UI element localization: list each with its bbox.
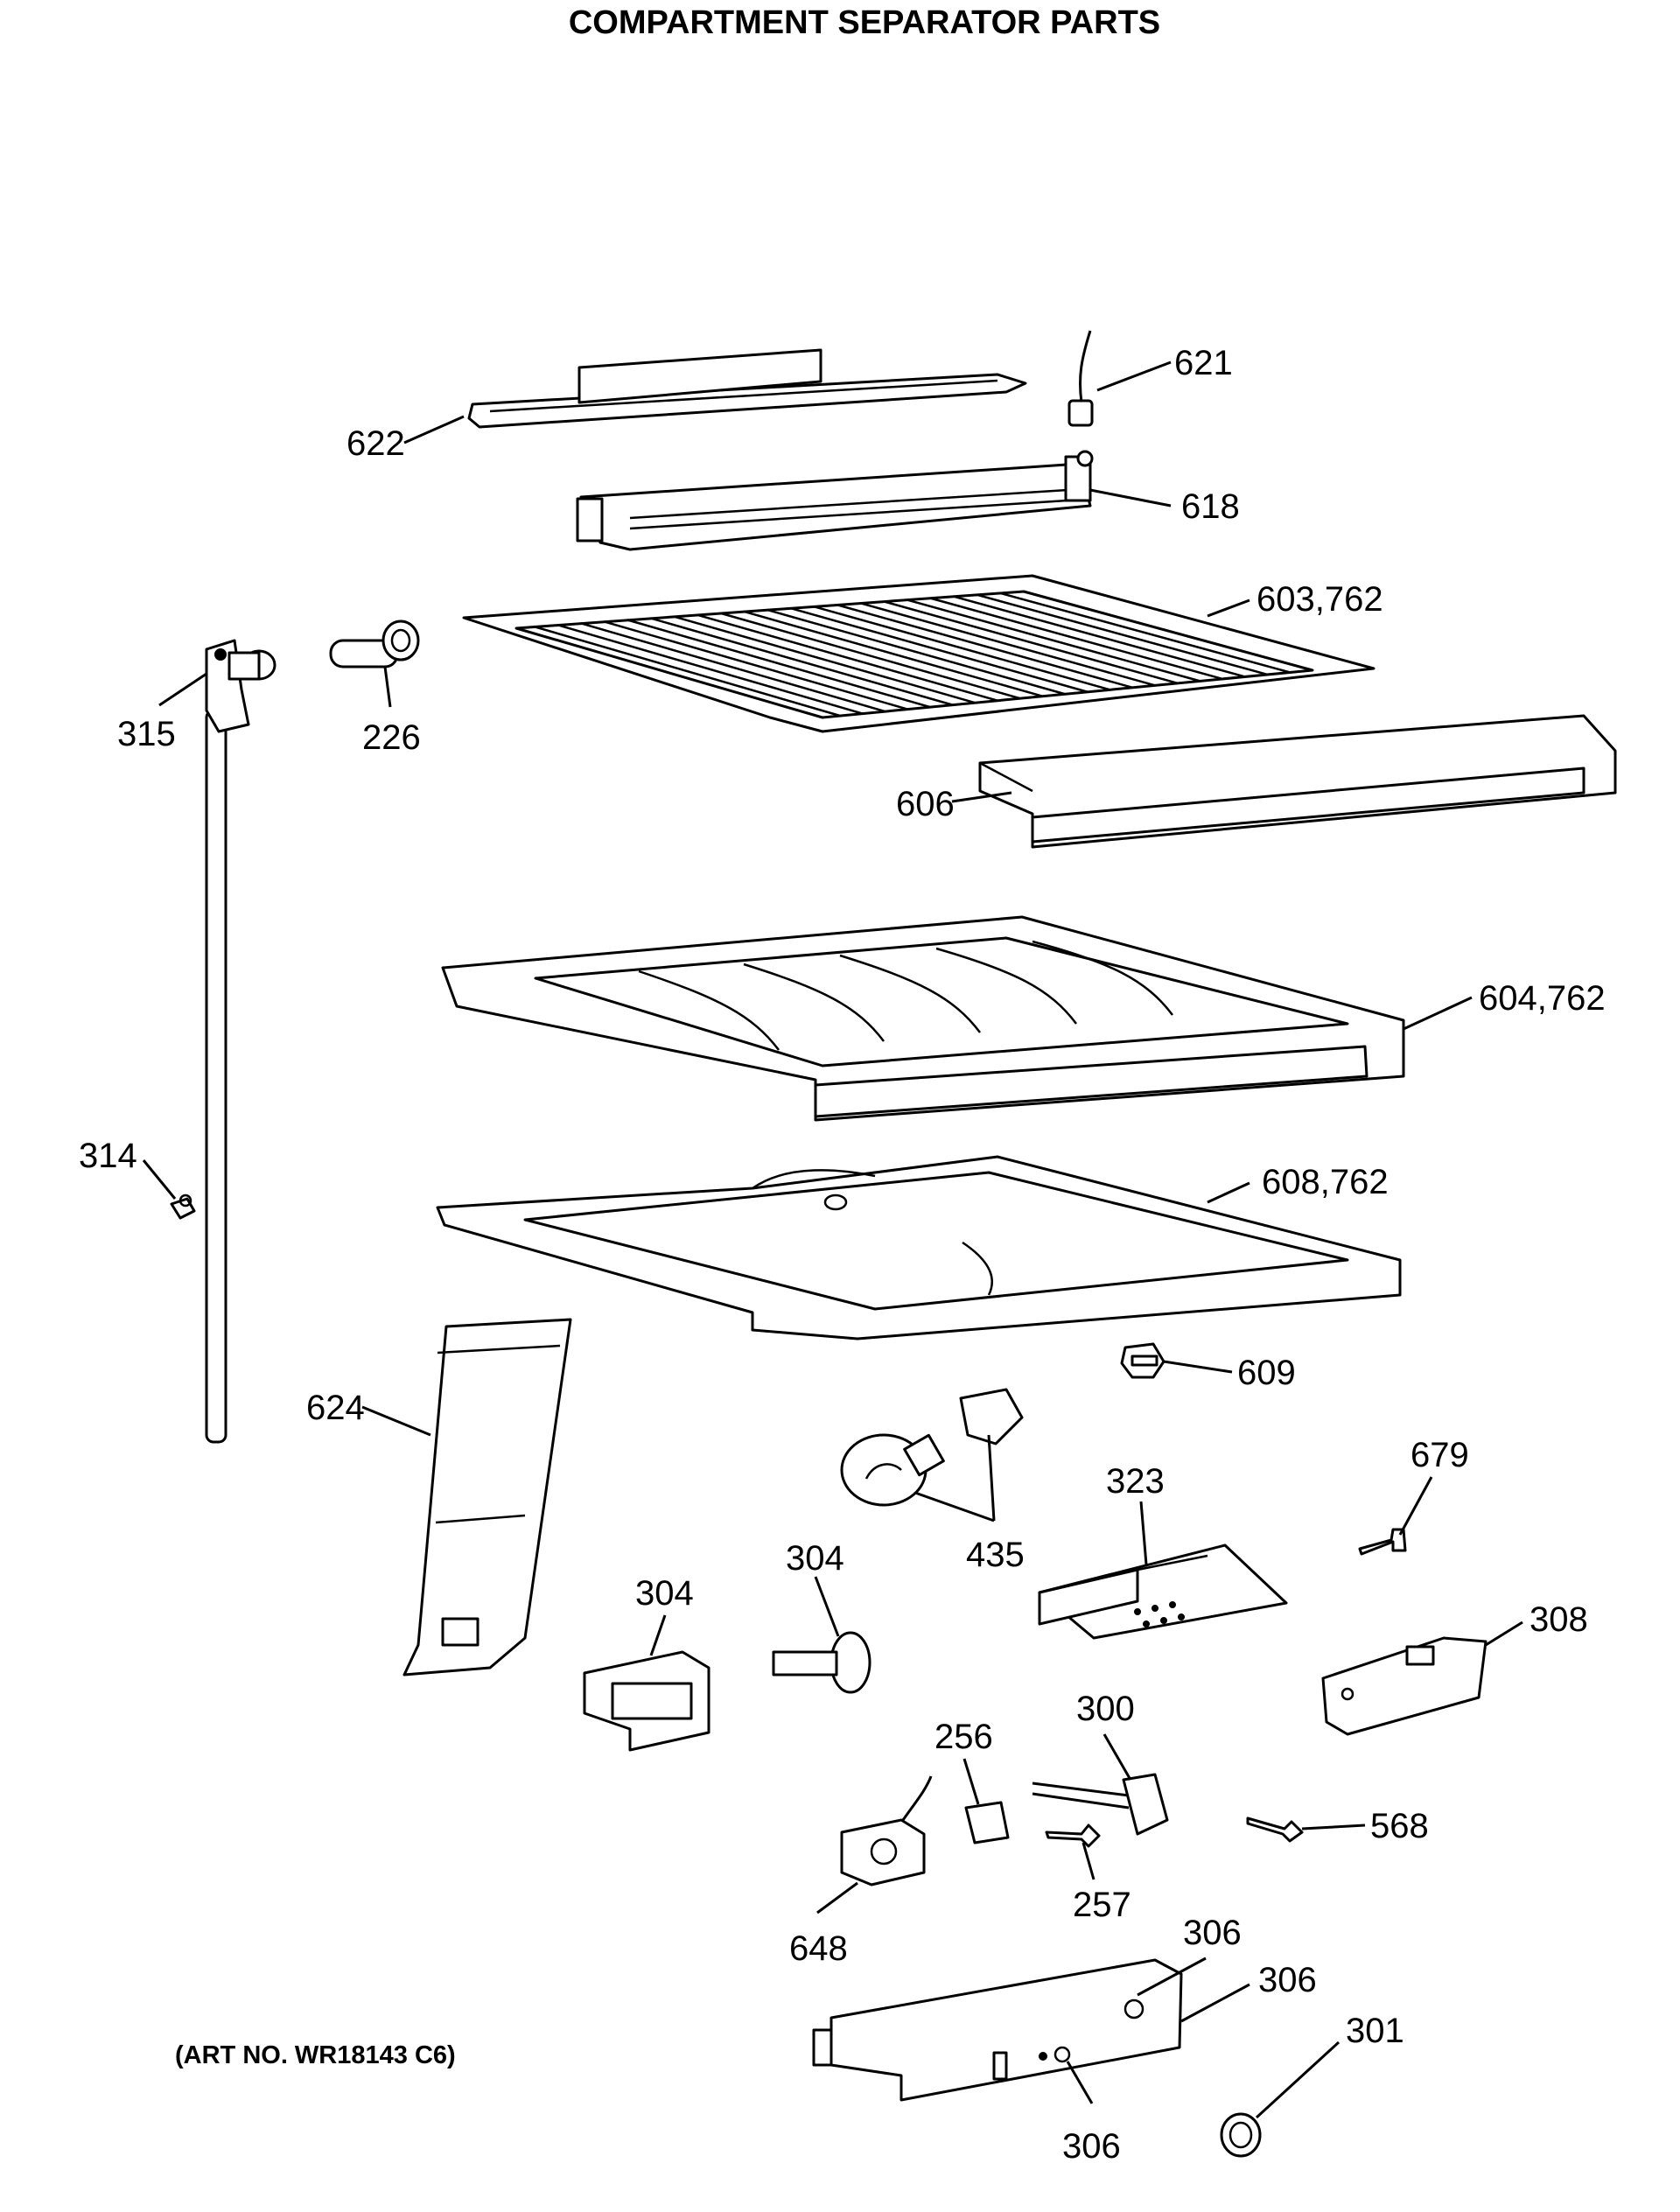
part-608-base [436,1155,1402,1340]
shelf-rib [836,604,1133,690]
shelf-rib [953,595,1246,678]
part-226-cap [329,620,420,668]
part-300-switch [1032,1773,1169,1836]
part-323-mounting-bracket [1038,1544,1288,1640]
callout-323: 323 [1106,1462,1165,1501]
callout-604-762: 604,762 [1479,979,1606,1018]
part-621-wire-lead [1068,330,1094,427]
part-304-control-knob [772,1631,872,1694]
shelf-rib [533,625,841,718]
callout-679: 679 [1410,1436,1469,1474]
part-314-clip [170,1194,196,1220]
part-306-control-housing [812,1958,1183,2102]
part-435-lamp-socket [959,1388,1024,1446]
leader-lines [142,360,1523,2119]
part-622-tray-cover [467,348,1027,429]
shelf-rib [649,617,953,706]
part-257-screw [1045,1824,1101,1848]
shelf-rib [1023,590,1313,672]
callout-257: 257 [1073,1886,1131,1924]
callout-609: 609 [1237,1354,1296,1392]
callout-608-762: 608,762 [1262,1163,1389,1201]
part-604-separator [441,915,1405,1122]
callout-622: 622 [346,424,405,463]
callout-306-top: 306 [1183,1914,1242,1952]
part-315-hinge-with-rod [205,639,276,1444]
art-number: (ART NO. WR18143 C6) [175,2041,456,2069]
callout-648: 648 [789,1929,848,1968]
callout-226: 226 [362,718,421,757]
callout-435: 435 [966,1536,1025,1574]
part-304-control-housing [583,1650,710,1752]
shelf-rib [1000,592,1291,674]
shelf-rib [696,613,998,702]
shelf-rib [766,608,1066,696]
part-648-motor [840,1775,933,1886]
callout-304-housing: 304 [635,1574,694,1613]
shelf-rib [579,621,886,713]
callout-315: 315 [117,715,176,753]
shelf-rib [719,612,1021,700]
part-609-switch-button [1120,1342,1166,1379]
shelf-rib [743,610,1043,697]
part-435-light-bulb [840,1433,945,1507]
callout-618: 618 [1181,487,1240,526]
shelf-rib [789,606,1088,693]
callout-306-bottom: 306 [1062,2127,1121,2166]
bracket-holes [1134,1601,1185,1628]
callout-603-762: 603,762 [1256,580,1383,619]
callout-306-right: 306 [1258,1961,1317,1999]
diagram-title: COMPARTMENT SEPARATOR PARTS [569,4,1160,41]
callout-300: 300 [1076,1690,1135,1728]
shelf-rib [603,620,908,710]
callout-314: 314 [79,1137,137,1175]
part-679-screw [1358,1528,1407,1556]
part-603-shelf [462,574,1376,733]
shelf-rib [673,615,976,704]
shelf-rib [813,605,1110,691]
callout-256: 256 [934,1718,993,1756]
part-256-switch [964,1801,1010,1844]
callout-304-knob: 304 [786,1539,844,1578]
callout-621: 621 [1174,344,1233,382]
callout-624: 624 [306,1389,365,1427]
part-308-plate [1321,1636,1488,1736]
part-618-channel [576,450,1094,551]
shelf-rib [859,602,1156,687]
part-301-knob [1220,2112,1262,2158]
callout-606: 606 [896,785,955,823]
part-606-trim-strip [978,714,1617,849]
shelf-rib [626,619,931,709]
part-624-air-duct [402,1318,572,1676]
shelf-rib [883,600,1179,685]
part-568-screw [1246,1816,1304,1843]
shelf-rib [906,598,1200,682]
callout-568: 568 [1370,1807,1429,1845]
shelf-rib [976,593,1268,676]
shelf-rib [930,597,1223,681]
callout-308: 308 [1530,1600,1588,1639]
shelf-rib [556,623,864,715]
callout-301: 301 [1346,2012,1404,2050]
